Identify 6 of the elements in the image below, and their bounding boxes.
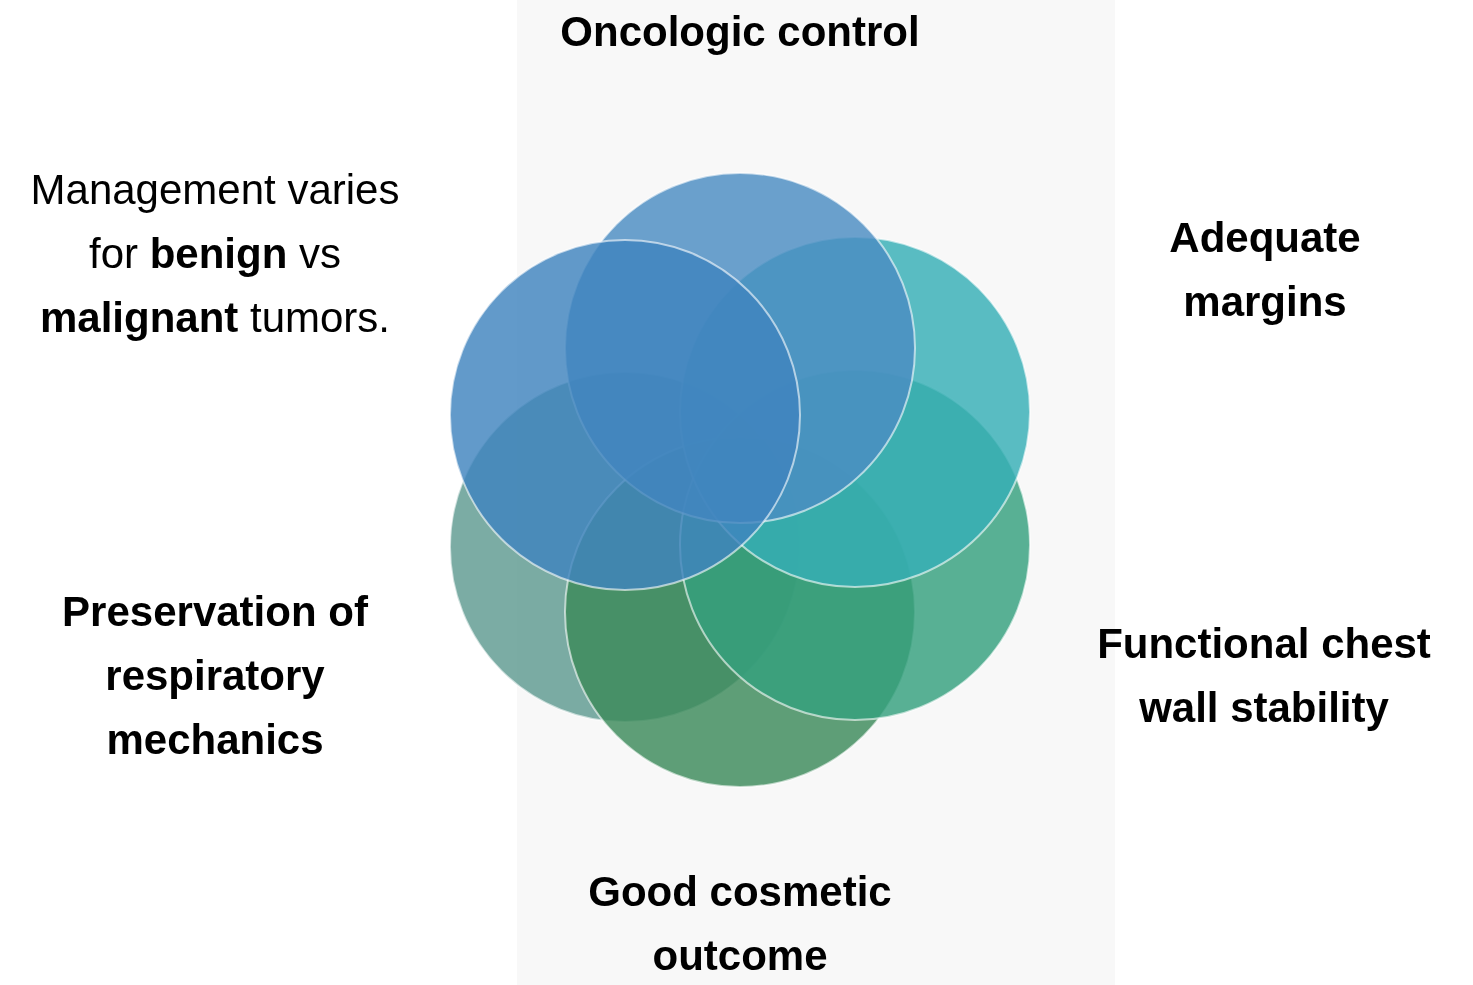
note-text: Management varies for benign vs malignant tumors. (29, 165, 401, 343)
goal-label: Preservation of respiratory mechanics (61, 587, 369, 765)
goal-label: Functional chest wall stability (1096, 619, 1432, 733)
goal-label: Good cosmetic outcome (587, 867, 893, 981)
heading-label: Oncologic control (559, 7, 921, 57)
goal-label: Adequate margins (1168, 213, 1362, 327)
